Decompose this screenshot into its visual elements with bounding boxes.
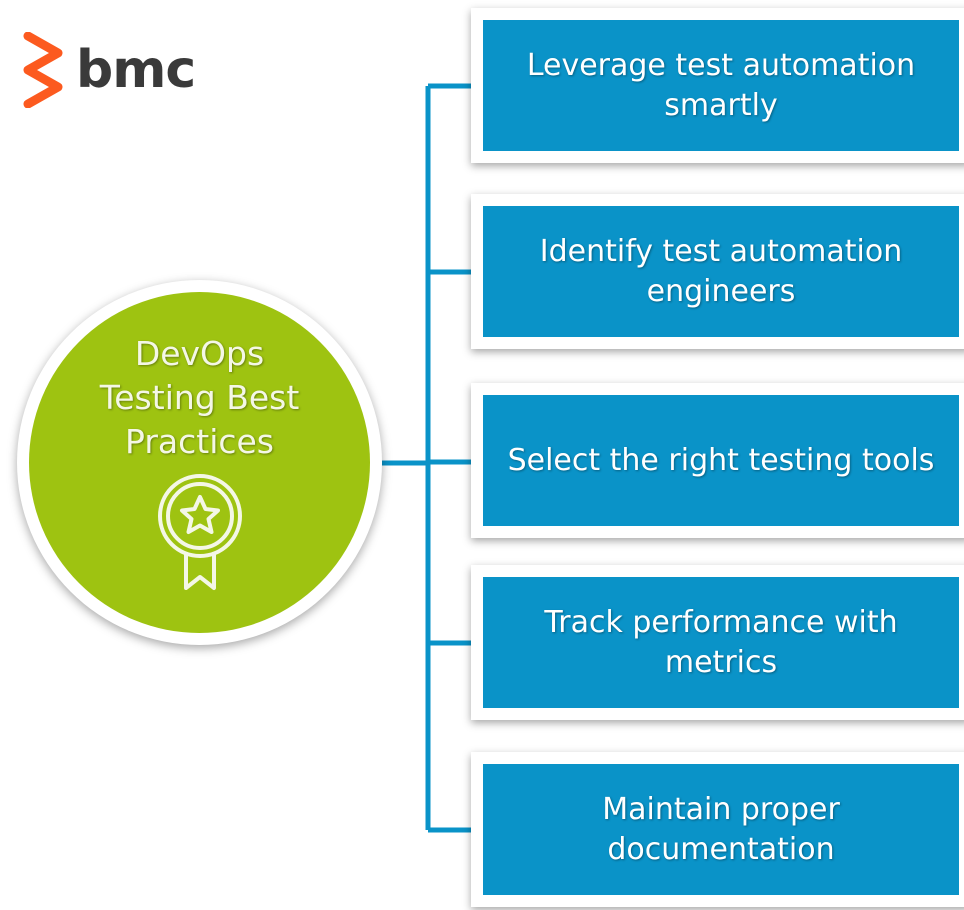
practice-card-2: Identify test automation engineers [471, 194, 964, 349]
practice-card-1: Leverage test automation smartly [471, 8, 964, 163]
award-ribbon-star-icon [157, 474, 242, 590]
practice-label: Maintain proper documentation [602, 791, 840, 867]
practice-label: Identify test automation engineers [539, 233, 903, 309]
practice-card-4: Track performance with metrics [471, 565, 964, 720]
bmc-chevron-logo-icon [23, 32, 63, 108]
practice-label: Leverage test automation smartly [526, 47, 916, 123]
hub-title: DevOps Testing Best Practices [99, 334, 300, 461]
practice-label: Select the right testing tools [507, 442, 935, 478]
practice-card-5: Maintain proper documentation [471, 752, 964, 907]
practice-label: Track performance with metrics [544, 604, 898, 680]
hub-circle: DevOps Testing Best Practices [29, 292, 370, 633]
brand-name: bmc [76, 40, 196, 100]
practice-card-3: Select the right testing tools [471, 383, 964, 538]
bmc-logo: bmc [22, 32, 196, 108]
